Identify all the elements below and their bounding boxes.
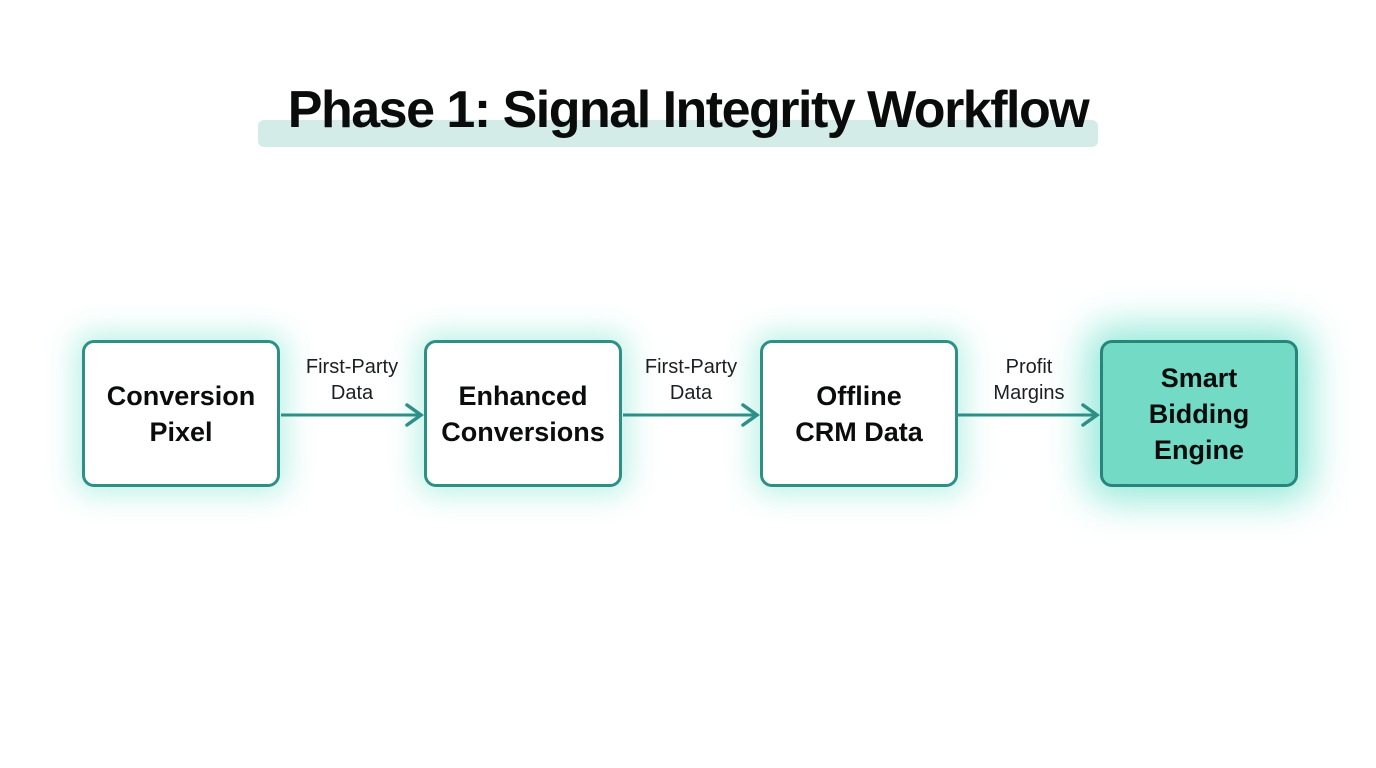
node-conversion-pixel: Conversion Pixel bbox=[82, 340, 280, 487]
edge-label-profit-margins: Profit Margins bbox=[993, 356, 1065, 404]
node-smart-bidding-engine: Smart Bidding Engine bbox=[1100, 340, 1298, 487]
title-row: Phase 1: Signal Integrity Workflow bbox=[0, 78, 1376, 147]
edge-label-first-party-data-2: First-Party Data bbox=[644, 356, 738, 404]
flow-arrow-icon bbox=[623, 403, 760, 427]
flow-arrow-icon bbox=[958, 403, 1100, 427]
edge-label-first-party-data-1: First-Party Data bbox=[305, 356, 399, 404]
node-offline-crm-data: Offline CRM Data bbox=[760, 340, 958, 487]
page-title-text: Phase 1: Signal Integrity Workflow bbox=[287, 81, 1090, 139]
node-label: Conversion Pixel bbox=[106, 380, 256, 447]
flow-arrow-icon bbox=[281, 403, 424, 427]
node-label: Offline CRM Data bbox=[795, 380, 923, 447]
title-highlight bbox=[257, 120, 1099, 147]
page-title: Phase 1: Signal Integrity Workflow bbox=[257, 78, 1099, 147]
node-enhanced-conversions: Enhanced Conversions bbox=[424, 340, 622, 487]
node-label: Smart Bidding Engine bbox=[1148, 362, 1250, 465]
node-label: Enhanced Conversions bbox=[441, 380, 605, 447]
